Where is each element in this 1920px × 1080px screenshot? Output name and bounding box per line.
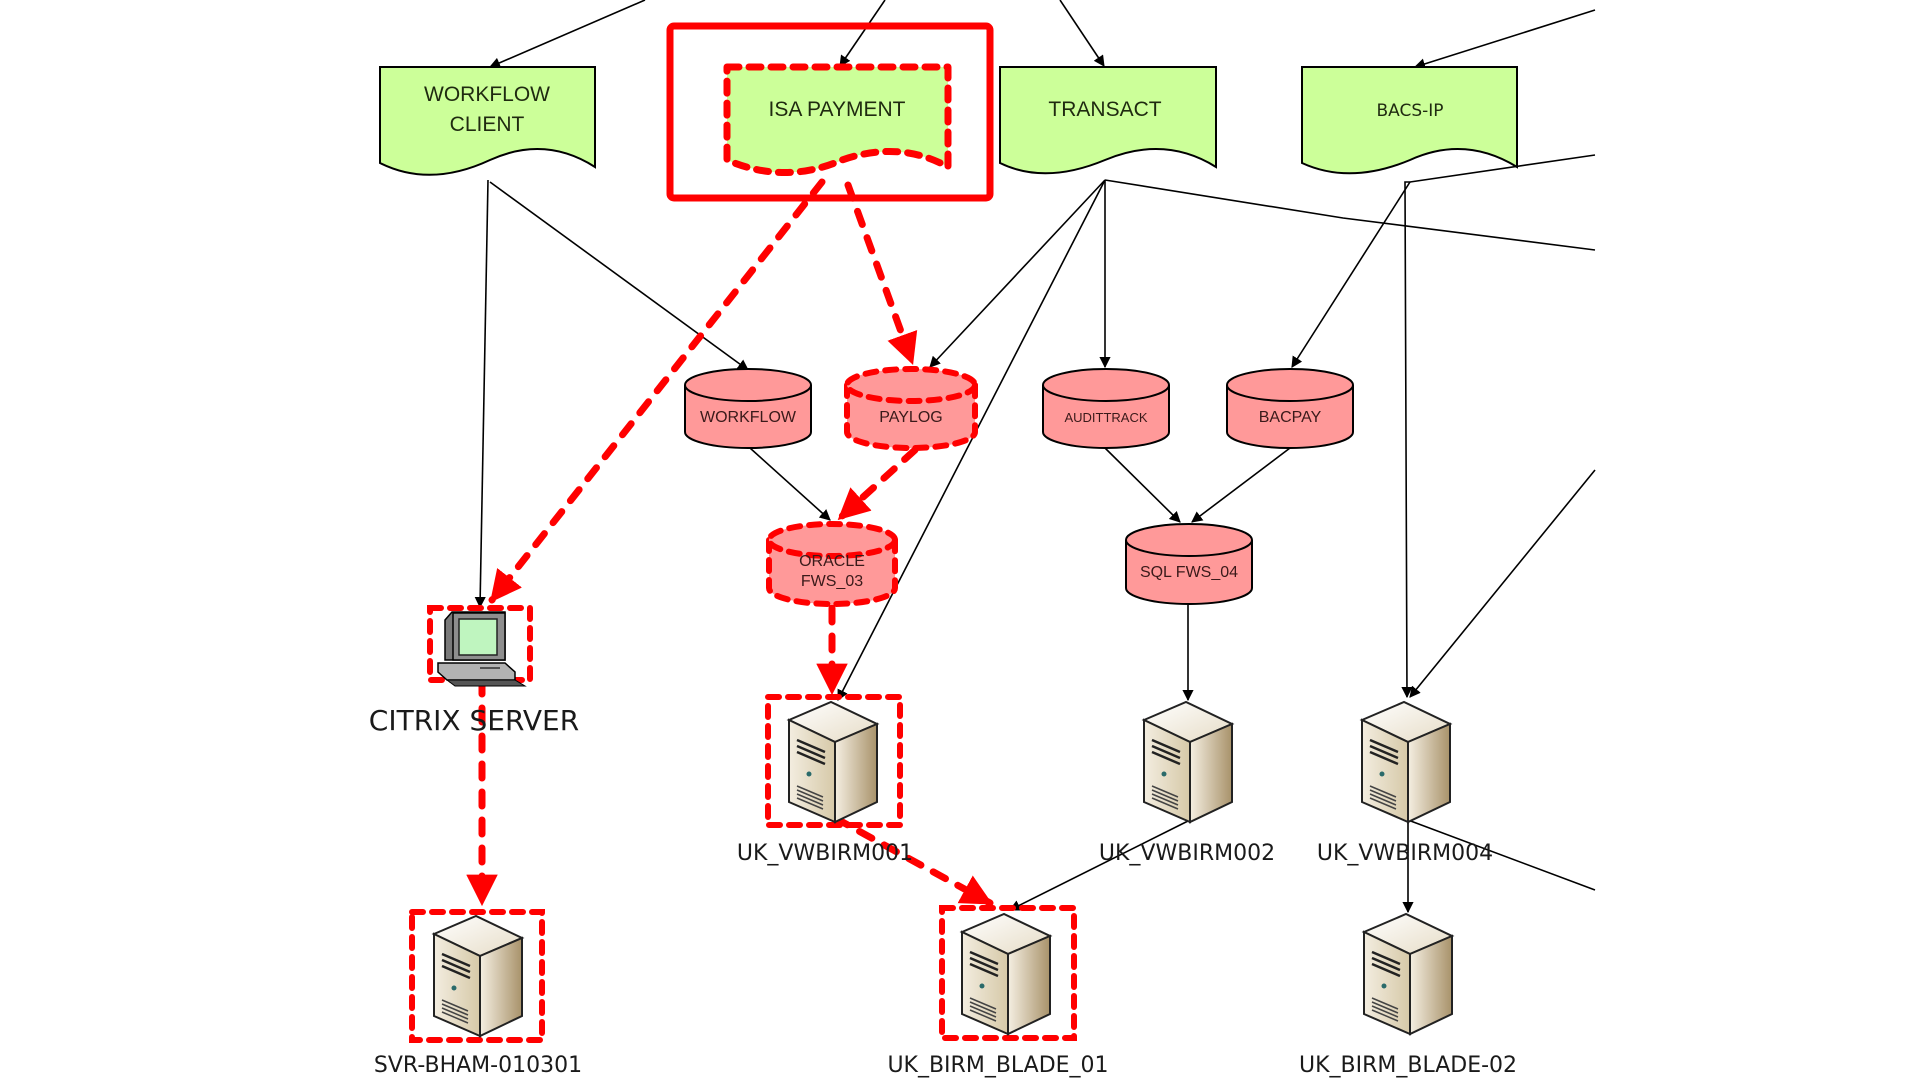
server-icon xyxy=(787,700,879,824)
app-transact[interactable]: TRANSACT xyxy=(999,66,1217,175)
server-icon xyxy=(1142,700,1234,824)
node-label: UK_BIRM_BLADE_01 xyxy=(887,1053,1108,1078)
app-bacs-ip[interactable]: BACS-IP xyxy=(1301,66,1518,175)
edge-offscreen-to-workflow-client xyxy=(488,0,646,69)
node-label: UK_VWBIRM002 xyxy=(1099,841,1275,866)
app-label: BACS-IP xyxy=(1376,101,1443,121)
db-sql-fws-04[interactable]: SQL FWS_04 xyxy=(1125,523,1253,605)
edge-isa-payment-to-citrix xyxy=(488,178,826,604)
db-audittrack[interactable]: AUDITTRACK xyxy=(1042,368,1170,449)
edge-bacs-ip-to-bacpay xyxy=(1291,181,1411,368)
db-label: BACPAY xyxy=(1259,409,1322,426)
db-label: SQL FWS_04 xyxy=(1140,564,1238,581)
app-label: ISA PAYMENT xyxy=(769,98,906,121)
db-label: FWS_03 xyxy=(801,573,863,590)
db-paylog[interactable]: PAYLOG xyxy=(844,366,978,451)
edge-offscreen-to-bacs-ip xyxy=(1413,9,1596,70)
edges-normal xyxy=(474,0,1596,914)
node-uk-birm-blade-02[interactable]: UK_BIRM_BLADE-02 xyxy=(1299,912,1517,1078)
edge-offscreen-to-vwbirm004 xyxy=(1409,469,1596,698)
edge-offscreen-to-transact xyxy=(1059,0,1105,67)
edge-vwbirm001-to-blade01 xyxy=(831,814,994,907)
edge-workflow-db-to-oracle xyxy=(749,447,831,521)
db-bacpay[interactable]: BACPAY xyxy=(1226,368,1354,449)
computer-icon xyxy=(437,611,527,687)
node-uk-vwbirm004[interactable]: UK_VWBIRM004 xyxy=(1317,700,1493,866)
server-icon xyxy=(1362,912,1454,1036)
app-isa-payment[interactable]: ISA PAYMENT xyxy=(723,63,952,176)
db-label: PAYLOG xyxy=(879,409,942,426)
node-label: SVR-BHAM-010301 xyxy=(374,1053,582,1078)
server-icon xyxy=(960,912,1052,1036)
highlight-frame xyxy=(409,909,545,1043)
node-uk-vwbirm001[interactable]: UK_VWBIRM001 xyxy=(737,694,913,866)
edge-paylog-to-oracle xyxy=(836,446,919,522)
edge-transact-to-paylog xyxy=(929,179,1106,368)
app-workflow-client[interactable]: WORKFLOW CLIENT xyxy=(379,66,596,176)
edge-offscreen-to-bacs-ip-branch xyxy=(1409,154,1596,183)
node-label: UK_VWBIRM001 xyxy=(737,841,913,866)
highlight-frame xyxy=(939,905,1077,1041)
node-label: CITRIX SERVER xyxy=(369,704,579,737)
db-oracle-fws-03[interactable]: ORACLE FWS_03 xyxy=(766,521,898,607)
edges-highlighted xyxy=(466,178,994,907)
node-label: UK_BIRM_BLADE-02 xyxy=(1299,1053,1517,1078)
edge-workflow-client-to-workflow-db xyxy=(489,181,749,371)
db-label: ORACLE xyxy=(799,553,865,570)
node-label: UK_VWBIRM004 xyxy=(1317,841,1493,866)
db-workflow[interactable]: WORKFLOW xyxy=(684,368,812,449)
edge-transact-to-offscreen xyxy=(1104,179,1596,251)
edge-vwbirm002-to-blade01 xyxy=(1008,819,1191,911)
node-uk-birm-blade-01[interactable]: UK_BIRM_BLADE_01 xyxy=(887,905,1109,1078)
server-icon xyxy=(432,914,524,1038)
db-label: AUDITTRACK xyxy=(1064,410,1147,425)
node-uk-vwbirm002[interactable]: UK_VWBIRM002 xyxy=(1099,700,1275,866)
edge-transact-to-vwbirm001 xyxy=(837,179,1106,701)
edge-offscreen-to-isa-payment xyxy=(839,0,886,67)
edge-isa-payment-to-paylog xyxy=(844,181,918,366)
edge-bacs-ip-to-vwbirm004 xyxy=(1401,181,1413,699)
app-label: TRANSACT xyxy=(1048,98,1161,121)
isa-payment-emphasis-box xyxy=(666,22,994,202)
db-label: WORKFLOW xyxy=(700,409,797,426)
node-svr-bham-010301[interactable]: SVR-BHAM-010301 xyxy=(374,909,582,1078)
server-icon xyxy=(1360,700,1452,824)
app-label: WORKFLOW xyxy=(424,83,550,106)
node-citrix-server[interactable]: CITRIX SERVER xyxy=(369,605,579,737)
edge-audittrack-to-sql xyxy=(1104,447,1181,523)
highlight-frame xyxy=(765,694,903,828)
app-label: CLIENT xyxy=(450,113,525,136)
edge-workflow-client-to-citrix xyxy=(474,179,489,609)
edge-vwbirm004-to-offscreen xyxy=(1407,819,1596,891)
edge-bacpay-to-sql xyxy=(1191,447,1291,523)
